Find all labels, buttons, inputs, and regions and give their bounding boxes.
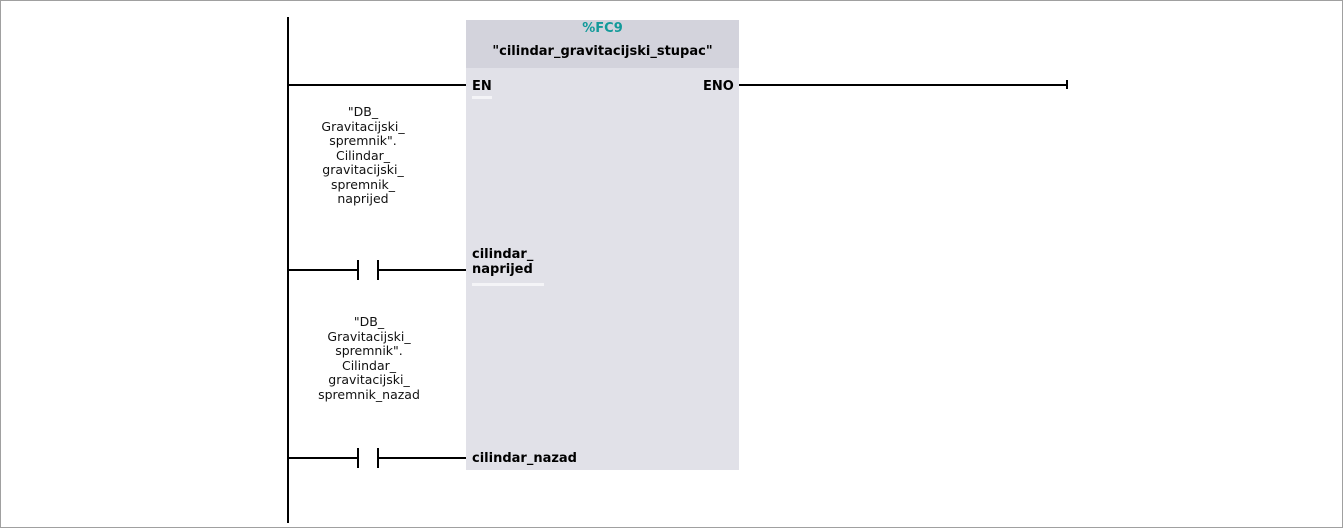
contact-2-wire-left bbox=[289, 457, 358, 459]
operand-line: Gravitacijski_ bbox=[327, 328, 411, 344]
operand-line: "DB_ bbox=[353, 314, 385, 329]
operand-line: Cilindar_ bbox=[341, 357, 397, 373]
eno-pin-label: ENO bbox=[703, 79, 734, 94]
pin-label-line: cilindar_ bbox=[472, 247, 534, 262]
contact-1-left-plate[interactable] bbox=[357, 260, 359, 280]
input-pin-1-underline bbox=[472, 283, 544, 286]
eno-wire bbox=[739, 84, 1067, 86]
contact-1-wire-right bbox=[378, 269, 466, 271]
function-block-number[interactable]: %FC9 bbox=[582, 21, 623, 36]
operand-line: "DB_ bbox=[347, 104, 379, 119]
contact-1-wire-left bbox=[289, 269, 358, 271]
en-pin-label: EN bbox=[472, 79, 492, 94]
en-wire bbox=[289, 84, 466, 86]
function-block-header bbox=[466, 20, 739, 68]
input-pin-1-label: cilindar_ naprijed bbox=[472, 247, 533, 277]
contact-2-left-plate[interactable] bbox=[357, 448, 359, 468]
eno-wire-end bbox=[1066, 80, 1068, 89]
power-rail bbox=[287, 17, 289, 523]
operand-line: spremnik_nazad bbox=[318, 386, 420, 402]
en-pin-underline bbox=[472, 96, 492, 99]
function-block[interactable] bbox=[466, 20, 739, 470]
function-block-name[interactable]: "cilindar_gravitacijski_stupac" bbox=[492, 44, 713, 59]
operand-line: spremnik_ bbox=[330, 176, 396, 192]
operand-line: naprijed bbox=[337, 191, 389, 206]
operand-line: spremnik". bbox=[335, 343, 403, 358]
input-pin-2-label: cilindar_nazad bbox=[472, 451, 577, 466]
operand-line: Gravitacijski_ bbox=[321, 118, 405, 134]
contact-1-operand[interactable]: "DB_ Gravitacijski_ spremnik". Cilindar_… bbox=[283, 104, 443, 207]
operand-line: Cilindar_ bbox=[335, 147, 391, 163]
operand-line: gravitacijski_ bbox=[328, 372, 410, 387]
operand-line: gravitacijski_ bbox=[322, 162, 404, 177]
contact-2-operand[interactable]: "DB_ Gravitacijski_ spremnik". Cilindar_… bbox=[289, 314, 449, 402]
contact-2-wire-right bbox=[378, 457, 466, 459]
pin-label-line: naprijed bbox=[472, 262, 533, 277]
operand-line: spremnik". bbox=[329, 133, 397, 148]
